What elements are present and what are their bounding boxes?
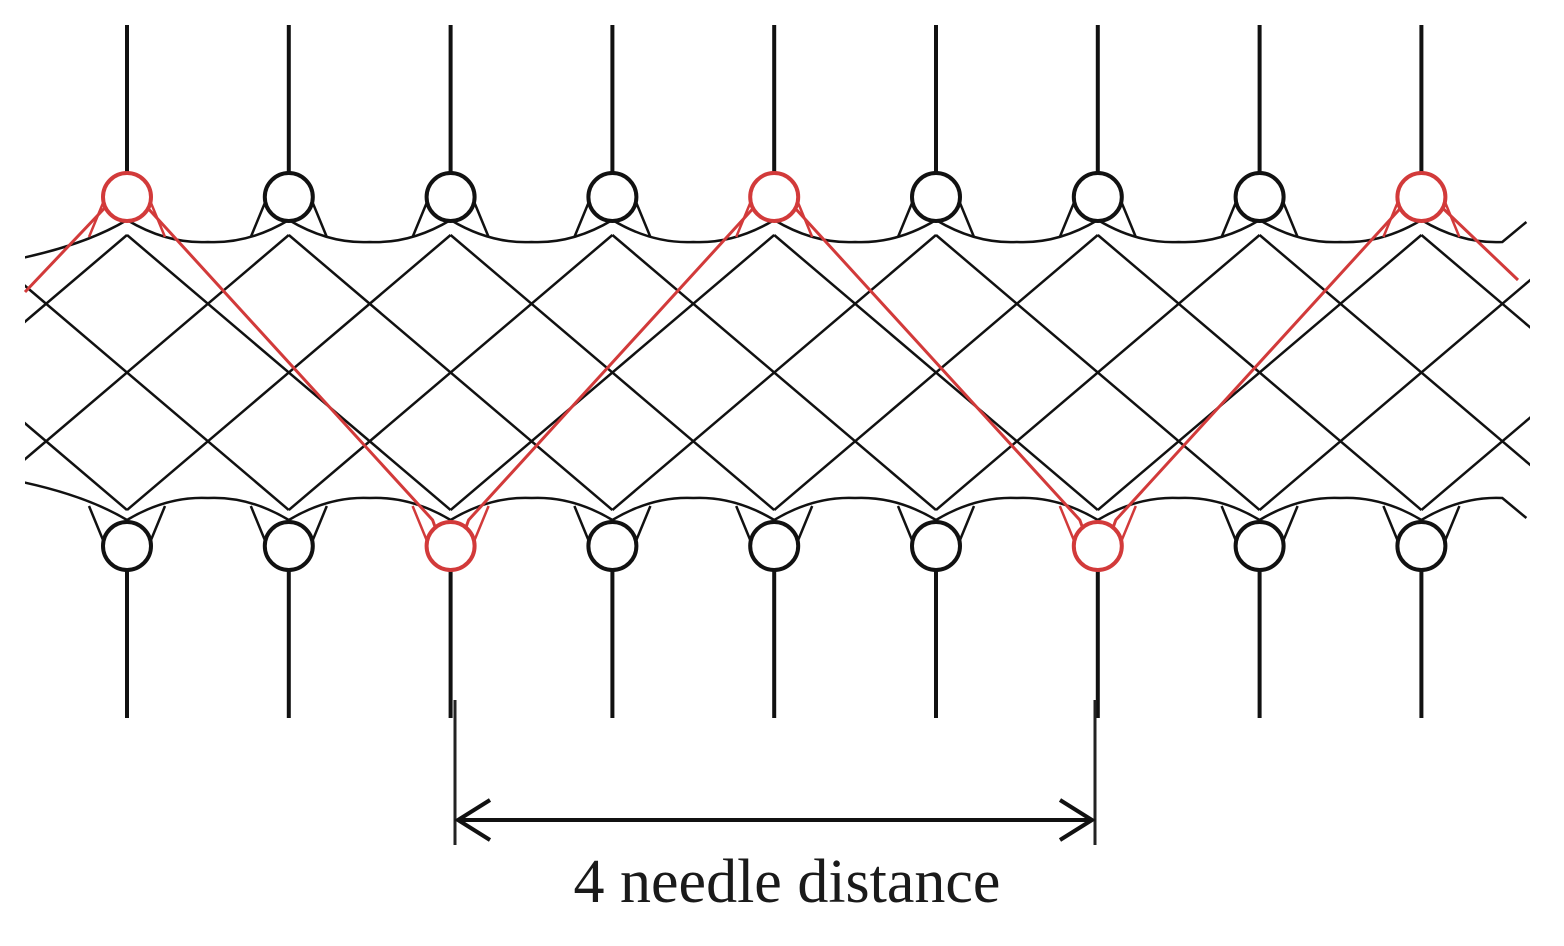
diagonal-yarn-up [126, 234, 452, 511]
black-yarn-network [25, 218, 1530, 522]
top-loop-legs [249, 202, 328, 238]
top-needle-loop [101, 171, 153, 223]
diagonal-yarn-up [611, 234, 937, 511]
top-loop-legs [735, 202, 814, 238]
bottom-needle-loop [586, 520, 639, 572]
diagonal-yarn-up [935, 234, 1261, 511]
top-loop-legs [87, 202, 167, 238]
top-needle-loop [586, 171, 639, 223]
top-needle-loop [748, 171, 801, 223]
diagonal-yarn-up [287, 234, 614, 511]
top-loop-legs [573, 202, 652, 238]
diagonal-yarn-up [1420, 416, 1530, 511]
diagonal-yarn-up [449, 234, 776, 511]
diagonal-yarn-up [25, 234, 290, 461]
top-needle-loop [910, 171, 962, 223]
diagonal-yarn-up [1096, 234, 1423, 511]
diagonal-yarn-up [773, 234, 1099, 511]
top-needle-loop [1071, 171, 1124, 223]
top-needle-loop [1233, 171, 1286, 223]
bottom-loop-legs [249, 505, 328, 541]
guide-bar-stems [125, 25, 1424, 718]
needle-loops [87, 171, 1461, 572]
top-loop-legs [1058, 202, 1137, 238]
bottom-needle-loop [748, 520, 801, 572]
diagonal-yarn-down [25, 284, 290, 511]
bottom-loop-legs [573, 505, 652, 541]
arrow-right-icon [1058, 798, 1096, 842]
bottom-loop-legs [1382, 505, 1461, 541]
bottom-loop-legs [87, 505, 167, 541]
bottom-loop-legs [735, 505, 814, 541]
dimension-annotation: 4 needle distance [453, 700, 1097, 916]
bottom-needle-loop [1395, 520, 1448, 572]
top-needle-loop [1395, 171, 1448, 223]
arrow-left-icon [454, 798, 492, 842]
top-loop-legs [1220, 202, 1299, 238]
bottom-sinker-wave [25, 481, 1528, 522]
top-loop-legs [896, 202, 976, 238]
top-needle-loop [424, 171, 477, 223]
top-needle-loop [262, 171, 315, 223]
bottom-loop-legs [1220, 505, 1299, 541]
bottom-needle-loop [1233, 520, 1286, 572]
bottom-needle-loop [424, 520, 477, 572]
bottom-needle-loop [262, 520, 315, 572]
diagonal-yarn-down [1258, 234, 1530, 467]
top-sinker-wave [25, 218, 1528, 259]
bottom-needle-loop [1071, 520, 1124, 572]
bottom-needle-loop [101, 520, 153, 572]
diagonal-yarn-up [25, 234, 128, 324]
diagonal-yarn-down [1420, 234, 1530, 329]
bottom-loop-legs [896, 505, 976, 541]
needle-distance-label: 4 needle distance [574, 848, 1001, 916]
top-loop-legs [1382, 202, 1461, 238]
top-loop-legs [411, 202, 490, 238]
diagonal-yarn-down [25, 421, 128, 511]
bottom-loop-legs [411, 505, 490, 541]
bottom-needle-loop [910, 520, 962, 572]
diagonal-yarn-up [1258, 278, 1530, 511]
bottom-loop-legs [1058, 505, 1137, 541]
